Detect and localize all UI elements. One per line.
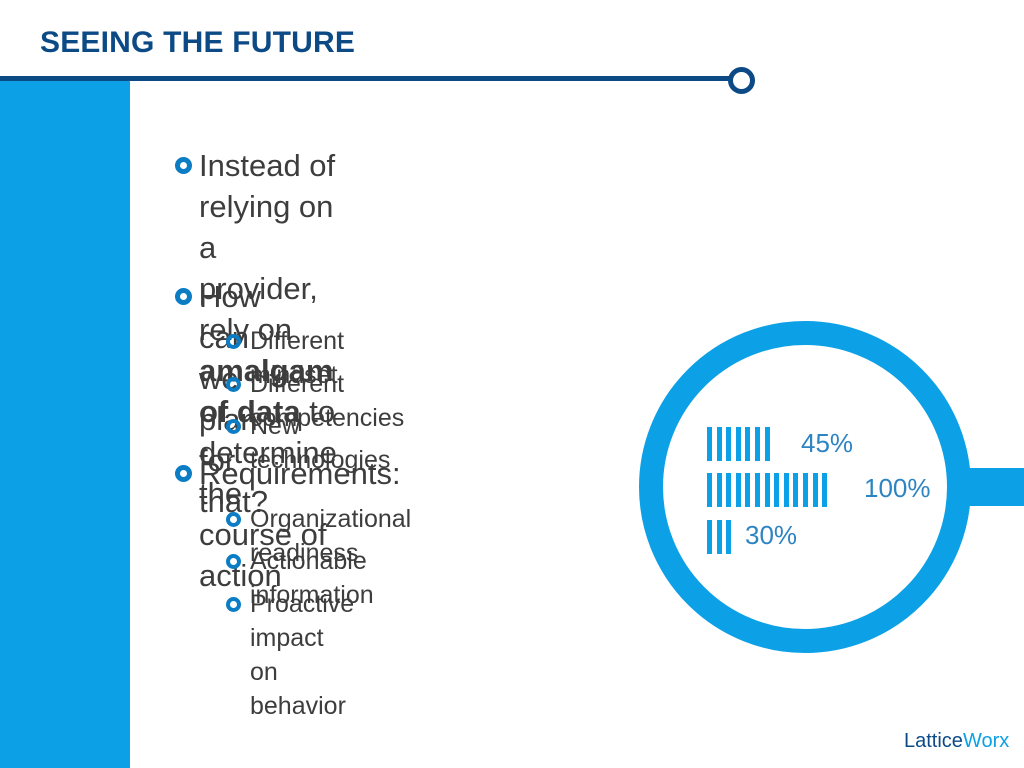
stat-bar-tick bbox=[803, 473, 808, 507]
bullet-3: Requirements: bbox=[175, 453, 401, 494]
sub-bullet-text: Proactive impact on behavior bbox=[250, 590, 355, 720]
sub-bullet-marker-icon bbox=[226, 377, 241, 392]
left-accent-bar bbox=[0, 81, 130, 768]
sub-bullet-3-3: Proactive impact on behavior bbox=[226, 587, 355, 723]
title-rule-end-dot bbox=[728, 67, 755, 94]
sub-bullet-marker-icon bbox=[226, 597, 241, 612]
sub-bullet-2-3: New technologies bbox=[226, 409, 391, 477]
stat-bar-tick bbox=[716, 520, 722, 554]
logo-text-worx: Worx bbox=[962, 730, 1010, 752]
stat-bar-tick bbox=[707, 427, 712, 461]
stat-bar-tick bbox=[735, 473, 741, 507]
bullet-1: Instead of relying on a provider, rely o… bbox=[175, 145, 337, 596]
bullet-1-text-post: to bbox=[300, 394, 336, 429]
magnifier-handle bbox=[966, 468, 1024, 506]
stat-bar-tick bbox=[812, 473, 818, 507]
stat-bar-tick bbox=[774, 473, 780, 507]
latticeworx-logo: LatticeWorx bbox=[904, 730, 1009, 753]
sub-bullet-3-1: Organizational readiness bbox=[226, 502, 412, 570]
stat-bar-tick bbox=[716, 473, 722, 507]
stat-bar-tick bbox=[726, 520, 732, 554]
stat-bar-tick bbox=[745, 427, 751, 461]
stat-bar-tick bbox=[764, 473, 770, 507]
sub-bullet-text: Different mindset bbox=[250, 327, 345, 389]
stat-label-30: 30% bbox=[745, 520, 798, 550]
slide-title: SEEING THE FUTURE bbox=[40, 26, 356, 59]
stat-bar-tick bbox=[745, 473, 751, 507]
stat-label-45: 45% bbox=[801, 428, 854, 458]
stat-bar-tick bbox=[764, 427, 770, 461]
sub-bullet-2-1: Different mindset bbox=[226, 324, 345, 392]
bullet-1-line-3: determine the course of action bbox=[199, 435, 337, 593]
title-rule bbox=[0, 76, 734, 81]
sub-bullet-marker-icon bbox=[226, 554, 241, 569]
stat-bar-tick bbox=[707, 473, 712, 507]
stat-bar-tick bbox=[707, 520, 712, 554]
bullet-1-line-2: rely on amalgam of data to bbox=[199, 309, 337, 432]
bullet-3-text: Requirements: bbox=[199, 456, 401, 491]
sub-bullet-marker-icon bbox=[226, 419, 241, 434]
sub-bullet-text: Actionable information bbox=[250, 547, 374, 609]
sub-bullet-marker-icon bbox=[226, 334, 241, 349]
stat-bar-tick bbox=[793, 473, 799, 507]
bullet-1-text-pre: rely on bbox=[199, 312, 293, 347]
logo-text-lattice: Lattice bbox=[904, 730, 963, 752]
sub-bullet-text: New technologies bbox=[250, 412, 391, 474]
bullet-1-bold-text: amalgam of data bbox=[199, 353, 334, 429]
bullet-marker-icon bbox=[175, 465, 192, 482]
stat-bar-tick bbox=[716, 427, 722, 461]
bullet-marker-icon bbox=[175, 157, 192, 174]
stat-bar-tick bbox=[822, 473, 828, 507]
bullet-1-line-1: Instead of relying on a provider, bbox=[199, 148, 336, 306]
stat-bar-tick bbox=[755, 473, 760, 507]
stat-bar-tick bbox=[726, 427, 732, 461]
sub-bullet-text: Different competencies bbox=[250, 370, 405, 432]
stat-label-100: 100% bbox=[864, 473, 931, 503]
bullet-2-text: How can we plan for that? bbox=[199, 279, 268, 519]
sub-bullet-text: Organizational readiness bbox=[250, 505, 412, 567]
sub-bullet-marker-icon bbox=[226, 512, 241, 527]
stat-bar-tick bbox=[783, 473, 789, 507]
sub-bullet-2-2: Different competencies bbox=[226, 367, 405, 435]
bullet-marker-icon bbox=[175, 288, 192, 305]
stat-bar-tick bbox=[726, 473, 732, 507]
sub-bullet-3-2: Actionable information bbox=[226, 544, 374, 612]
bullet-2: How can we plan for that? bbox=[175, 276, 268, 522]
stat-bar-tick bbox=[755, 427, 760, 461]
stat-bar-tick bbox=[735, 427, 741, 461]
